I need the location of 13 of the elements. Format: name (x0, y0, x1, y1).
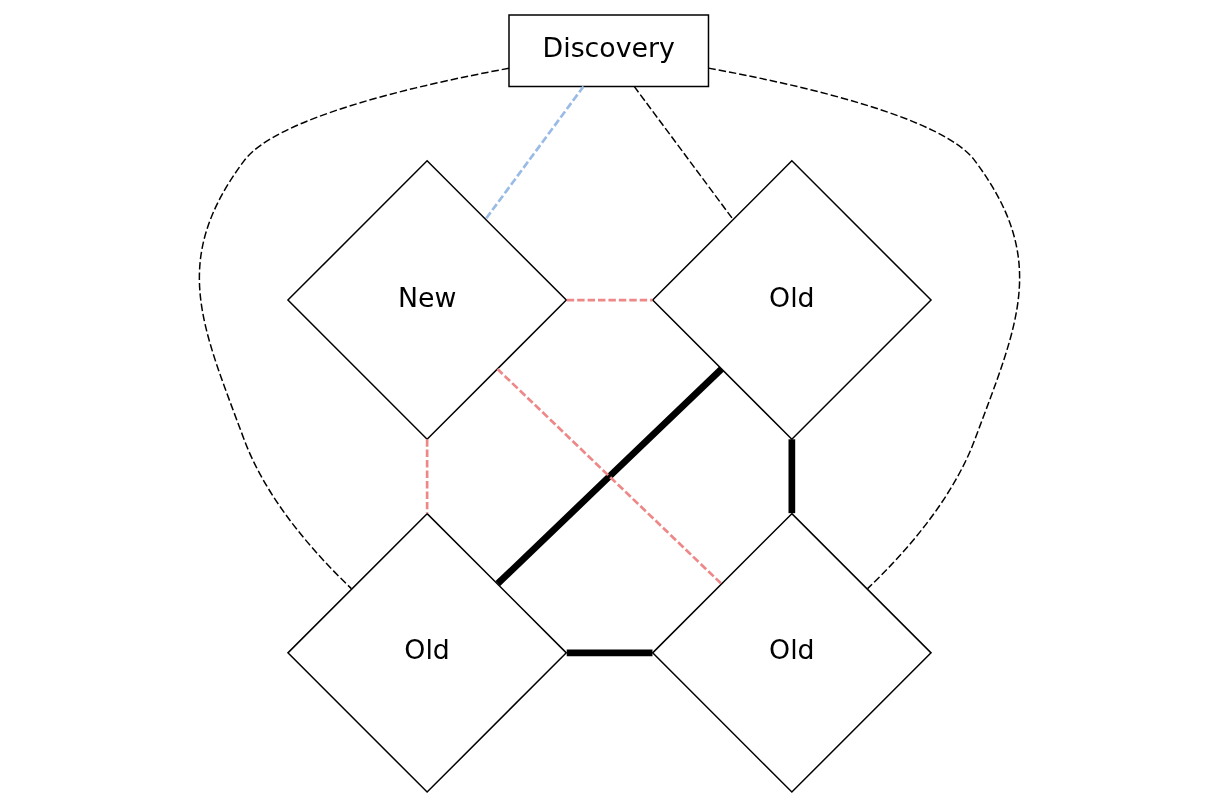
connector (707, 66, 1021, 589)
connector (566, 298, 653, 301)
connector (425, 438, 429, 513)
connector (198, 67, 510, 589)
node-diamond: New (286, 159, 568, 440)
node-diamond: Old (651, 512, 933, 793)
node-box: Discovery (508, 13, 710, 87)
node-diamond: Old (651, 159, 933, 440)
node-diamond: Old (286, 512, 568, 793)
connector (788, 438, 796, 513)
connector (484, 85, 585, 220)
connector (566, 649, 653, 656)
connector (633, 85, 734, 220)
